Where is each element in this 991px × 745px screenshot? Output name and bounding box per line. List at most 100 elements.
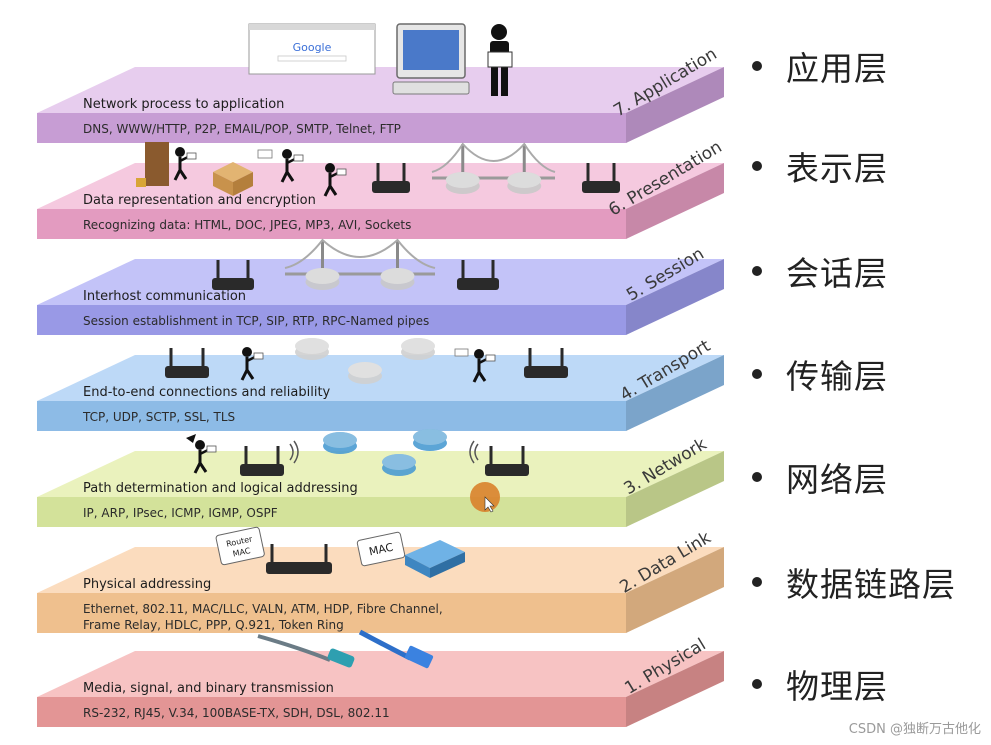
- layer-side-shade: [626, 651, 724, 727]
- layer-side-shade: [626, 67, 724, 143]
- wireless-router-icon: [212, 260, 254, 290]
- envelope-icon: [454, 348, 469, 357]
- layer-title: Path determination and logical addressin…: [83, 481, 358, 496]
- router-disk-icon: [507, 172, 542, 194]
- person-icon: [472, 349, 496, 383]
- blue-router-icon: [413, 429, 447, 451]
- layer-top-face: [37, 451, 724, 497]
- chinese-layer-name: 传输层: [786, 357, 888, 396]
- router-disk-icon: [445, 172, 480, 194]
- bullet-icon: [752, 679, 762, 689]
- layer-protocols: IP, ARP, IPsec, ICMP, IGMP, OSPF: [83, 506, 278, 520]
- cursor-highlight-icon: [470, 482, 500, 513]
- layer-front-face: [37, 497, 626, 527]
- svg-text:MAC: MAC: [232, 546, 252, 559]
- layer-title: Physical addressing: [83, 577, 211, 592]
- layer-side-face: [626, 547, 724, 633]
- chinese-layer-item: 数据链路层: [752, 560, 956, 604]
- chinese-layer-list: 应用层表示层会话层传输层网络层数据链路层物理层: [752, 0, 982, 745]
- layer-protocols: DNS, WWW/HTTP, P2P, EMAIL/POP, SMTP, Tel…: [83, 122, 401, 136]
- layer-side-face: [626, 259, 724, 335]
- chinese-layer-name: 数据链路层: [786, 565, 956, 604]
- person-icon: [193, 440, 217, 474]
- chinese-layer-item: 物理层: [752, 662, 888, 706]
- layer-protocols: RS-232, RJ45, V.34, 100BASE-TX, SDH, DSL…: [83, 706, 390, 720]
- bullet-icon: [752, 472, 762, 482]
- chinese-layer-name: 网络层: [786, 460, 888, 499]
- layer-protocols: Recognizing data: HTML, DOC, JPEG, MP3, …: [83, 218, 411, 232]
- google-logo: Google: [293, 41, 332, 54]
- router-disk-icon: [305, 268, 340, 290]
- layer-title: Network process to application: [83, 97, 284, 112]
- wireless-router-icon: [372, 163, 410, 193]
- wifi-signal-icon: [469, 440, 479, 464]
- layer-top-face: [37, 651, 724, 697]
- blue-router-icon: [323, 432, 357, 454]
- router-disk-icon: [348, 362, 382, 384]
- bullet-icon: [752, 369, 762, 379]
- chinese-layer-item: 传输层: [752, 352, 888, 396]
- layer-protocols: TCP, UDP, SCTP, SSL, TLS: [82, 410, 235, 424]
- layer-front-face: [37, 593, 626, 633]
- computer-icon: [392, 23, 470, 95]
- layer-title: Interhost communication: [83, 289, 246, 304]
- chinese-layer-name: 物理层: [786, 667, 888, 706]
- layer-front-face: [37, 305, 626, 335]
- wireless-router-icon: [240, 446, 284, 476]
- chinese-layer-item: 应用层: [752, 44, 888, 88]
- layer-side-face: [626, 163, 724, 239]
- layer-4-transport: End-to-end connections and reliabilityTC…: [37, 336, 724, 431]
- layer-front-face: [37, 209, 626, 239]
- svg-text:MAC: MAC: [368, 541, 395, 559]
- layer-3-network: Path determination and logical addressin…: [37, 434, 724, 527]
- envelope-icon: [257, 149, 273, 159]
- router-disk-icon: [295, 338, 329, 360]
- bullet-icon: [752, 61, 762, 71]
- bullet-icon: [752, 266, 762, 276]
- layer-side-face: [626, 67, 724, 143]
- layer-side-shade: [626, 259, 724, 335]
- router-disk-icon: [380, 268, 415, 290]
- layer-title: Data representation and encryption: [83, 193, 316, 208]
- chinese-layer-name: 应用层: [786, 49, 888, 88]
- layer-side-shade: [626, 355, 724, 431]
- package-box-icon: [213, 162, 253, 196]
- layer-1-physical: Media, signal, and binary transmissionRS…: [37, 635, 724, 727]
- door-with-person-icon: [136, 142, 169, 187]
- chinese-layer-name: 表示层: [786, 149, 888, 188]
- layer-side-shade: [626, 163, 724, 239]
- layer-side-shade: [626, 451, 724, 527]
- layer-top-face: [37, 547, 724, 593]
- ethernet-cable-icon: [358, 629, 434, 669]
- bullet-icon: [752, 161, 762, 171]
- layer-title: End-to-end connections and reliability: [83, 385, 331, 400]
- wireless-router-icon: [582, 163, 620, 193]
- chinese-layer-item: 网络层: [752, 455, 888, 499]
- layer-title: Media, signal, and binary transmission: [83, 681, 334, 696]
- chinese-layer-item: 表示层: [752, 144, 888, 188]
- blue-router-icon: [382, 454, 416, 476]
- wireless-router-icon: [165, 348, 209, 378]
- layer-side-shade: [626, 547, 724, 633]
- flag-icon: [186, 434, 196, 443]
- layer-protocols: Frame Relay, HDLC, PPP, Q.921, Token Rin…: [83, 618, 344, 632]
- person-icon: [173, 147, 197, 181]
- bullet-icon: [752, 577, 762, 587]
- wireless-router-icon: [266, 544, 332, 574]
- chinese-layer-name: 会话层: [786, 254, 888, 293]
- layer-front-face: [37, 401, 626, 431]
- wifi-signal-icon: [289, 440, 299, 464]
- browser-window-icon: Google: [248, 23, 376, 75]
- person-icon: [240, 347, 264, 381]
- layer-front-face: [37, 113, 626, 143]
- watermark: CSDN @独断万古他化: [848, 722, 981, 737]
- layer-protocols: Ethernet, 802.11, MAC/LLC, VALN, ATM, HD…: [83, 602, 443, 616]
- wireless-router-icon: [485, 446, 529, 476]
- person-icon: [280, 149, 304, 183]
- layer-protocols: Session establishment in TCP, SIP, RTP, …: [83, 314, 429, 328]
- network-switch-icon: [405, 540, 465, 578]
